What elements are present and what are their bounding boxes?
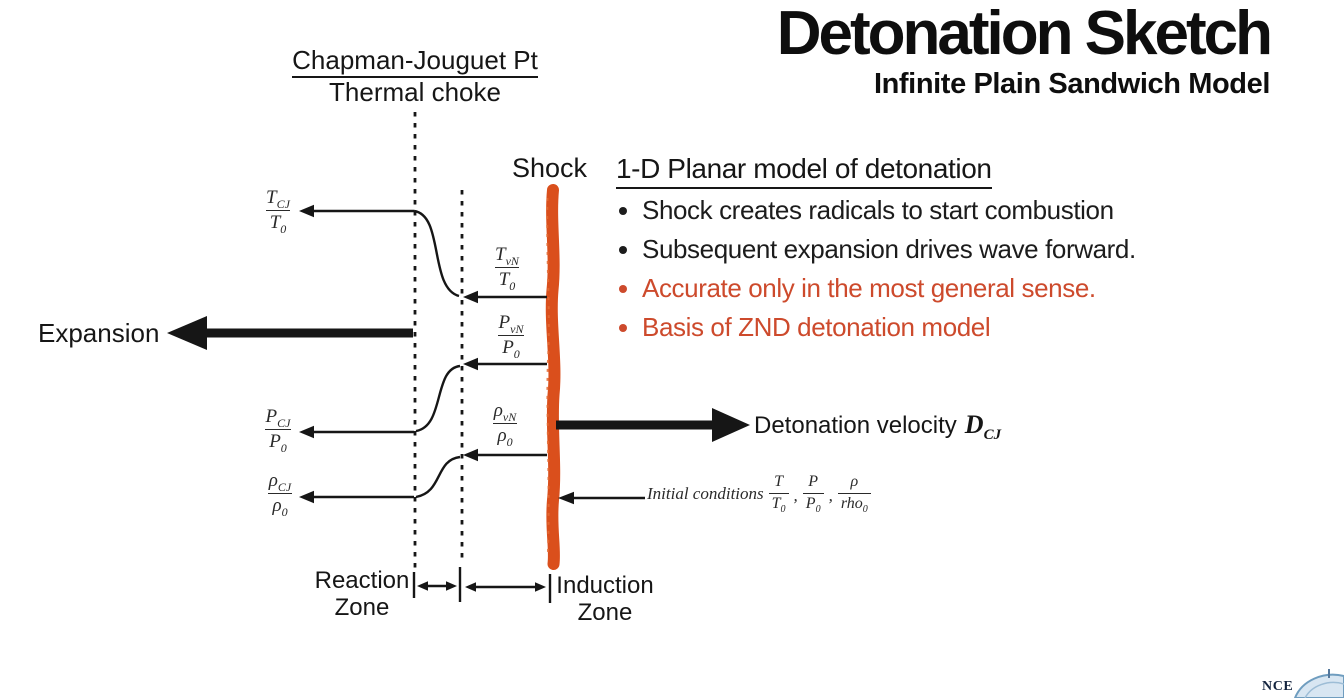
fraction-t-vn: TvN T0: [494, 244, 520, 293]
bullet-dot: [619, 323, 627, 332]
density-curve: [415, 455, 461, 499]
comma: ,: [828, 486, 833, 506]
title-block: Detonation Sketch Infinite Plain Sandwic…: [776, 0, 1273, 101]
fraction-p-vn: PvN P0: [498, 312, 524, 361]
shock-front-texture: [546, 197, 550, 553]
induction-dim-left-arrowhead: [465, 582, 476, 592]
page-title: Detonation Sketch: [776, 0, 1273, 68]
shock-label: Shock: [512, 153, 588, 183]
induction-zone-label: Induction Zone: [556, 572, 654, 626]
rho-cj-arrowhead: [299, 490, 314, 504]
bullet-item: Subsequent expansion drives wave forward…: [619, 230, 1136, 269]
bullet-item: Accurate only in the most general sense.: [619, 269, 1136, 308]
t-vn-arrowhead: [463, 290, 478, 304]
temperature-curve: [413, 209, 460, 298]
initial-conditions-annotation: Initial conditions T T0 , P P0 , ρ rho0: [647, 472, 871, 515]
expansion-label: Expansion: [38, 318, 160, 348]
pressure-curve: [415, 364, 461, 433]
chapman-jouguet-label: Chapman-Jouguet Pt: [280, 44, 550, 78]
bullet-text: Shock creates radicals to start combusti…: [642, 195, 1114, 225]
reaction-dim-left-arrowhead: [417, 581, 428, 591]
fraction-rho-vn: ρvN ρ0: [493, 400, 517, 449]
bullet-dot: [619, 284, 627, 293]
reaction-dim-right-arrowhead: [446, 581, 457, 591]
shock-front-line: [545, 184, 561, 570]
notes-heading: 1-D Planar model of detonation: [616, 153, 992, 189]
reaction-zone-label: Reaction Zone: [314, 567, 410, 621]
logo-globe-inner-arc: [1304, 681, 1344, 698]
chapman-jouguet-annotation: Chapman-Jouguet Pt Thermal choke: [280, 44, 550, 108]
thermal-choke-label: Thermal choke: [329, 77, 501, 107]
fraction-p-cj: PCJ P0: [265, 406, 291, 455]
fraction-rho-cj: ρCJ ρ0: [268, 470, 292, 519]
bullet-dot: [619, 206, 627, 215]
bullet-item: Shock creates radicals to start combusti…: [619, 191, 1136, 230]
expansion-arrowhead: [167, 316, 207, 350]
initial-conditions-label: Initial conditions: [647, 483, 764, 503]
comma: ,: [793, 486, 798, 506]
t-cj-arrowhead: [299, 204, 314, 218]
detonation-arrowhead: [712, 408, 750, 442]
bullet-item: Basis of ZND detonation model: [619, 308, 1136, 347]
bullet-text: Subsequent expansion drives wave forward…: [642, 234, 1136, 264]
bullet-text: Accurate only in the most general sense.: [642, 273, 1096, 303]
bullet-text: Basis of ZND detonation model: [642, 312, 991, 342]
induction-dim-right-arrowhead: [535, 582, 546, 592]
detonation-velocity-label: Detonation velocity DCJ: [754, 410, 1001, 444]
fraction-t0: T T0: [768, 472, 789, 515]
fraction-rho0: ρ rho0: [837, 472, 871, 515]
fraction-p0: P P0: [802, 472, 824, 515]
bullet-dot: [619, 245, 627, 254]
p-cj-arrowhead: [299, 425, 314, 439]
page-subtitle: Infinite Plain Sandwich Model: [873, 68, 1270, 100]
fraction-t-cj: TCJ T0: [265, 187, 291, 236]
logo-globe-fill: [1293, 673, 1344, 698]
notes-bullet-list: Shock creates radicals to start combusti…: [619, 191, 1136, 347]
rho-vn-arrowhead: [463, 448, 478, 462]
p-vn-arrowhead: [463, 357, 478, 371]
detonation-velocity-text: Detonation velocity: [754, 412, 957, 439]
initial-conditions-arrowhead: [558, 491, 574, 505]
logo-text: NCE: [1262, 679, 1294, 694]
detonation-velocity-symbol: DCJ: [964, 410, 1002, 444]
